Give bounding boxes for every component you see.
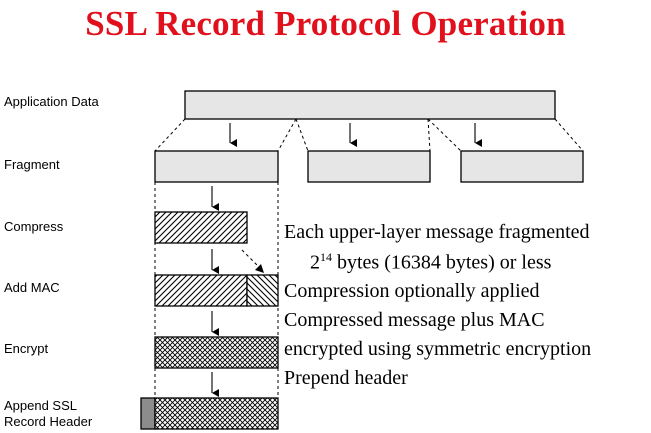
label-add-mac: Add MAC [4, 280, 60, 295]
fragment-guide-lines [154, 118, 584, 152]
mac-data-block [154, 274, 248, 307]
label-fragment: Fragment [4, 157, 60, 172]
note-line-2-rest: bytes (16384 bytes) or less [332, 251, 552, 274]
fragment-block-1 [154, 150, 279, 183]
mac-arrowhead-icon [255, 264, 264, 273]
mac-block [246, 274, 279, 307]
label-append-header-line2: Record Header [4, 414, 93, 429]
compressed-block [154, 211, 248, 244]
note-line-2: 214 bytes (16384 bytes) or less [310, 250, 551, 275]
encrypted-block [154, 336, 279, 369]
note-line-2-exponent: 14 [320, 250, 332, 264]
note-line-6: Prepend header [284, 367, 408, 389]
note-line-5: encrypted using symmetric encryption [284, 338, 592, 360]
label-append-header-line1: Append SSL [4, 398, 78, 413]
application-data-block [184, 90, 556, 120]
label-compress: Compress [4, 219, 64, 234]
note-line-2-base: 2 [310, 251, 320, 274]
note-line-4: Compressed message plus MAC [284, 309, 545, 331]
page-title: SSL Record Protocol Operation [85, 4, 566, 43]
encrypted-payload-block [154, 397, 279, 430]
label-application-data: Application Data [4, 94, 99, 109]
fragment-block-3 [460, 150, 584, 183]
note-line-1: Each upper-layer message fragmented [284, 221, 590, 243]
label-append-header: Append SSL Record Header [4, 398, 92, 430]
ssl-record-header-block [140, 397, 156, 430]
note-line-3: Compression optionally applied [284, 280, 540, 302]
mac-arrow-icon [241, 249, 263, 271]
label-encrypt: Encrypt [4, 341, 49, 356]
fragment-block-2 [307, 150, 431, 183]
